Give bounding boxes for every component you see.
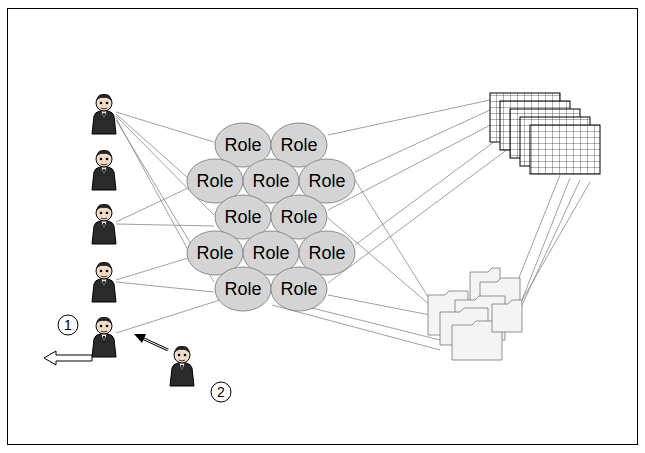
role-label: Role — [224, 208, 261, 226]
callout-text: 1 — [64, 318, 72, 332]
leave-arrow — [44, 351, 92, 365]
role-label: Role — [224, 136, 261, 154]
join-arrow — [134, 334, 168, 350]
callout-text: 2 — [217, 385, 225, 399]
table-stack — [490, 93, 600, 174]
user-icons — [92, 94, 194, 386]
role-label: Role — [252, 172, 289, 190]
role-label: Role — [196, 172, 233, 190]
callout-circle — [58, 315, 78, 335]
callout-circle — [211, 382, 231, 402]
role-label: Role — [196, 244, 233, 262]
callout-number: 2 — [211, 382, 231, 402]
role-ellipse: Role — [214, 266, 272, 312]
role-label: Role — [224, 280, 261, 298]
role-label: Role — [308, 244, 345, 262]
role-label: Role — [252, 244, 289, 262]
frame — [8, 9, 638, 445]
role-ellipse: Role — [270, 266, 328, 312]
callout-number: 1 — [58, 315, 78, 335]
role-label: Role — [280, 136, 317, 154]
assignment-lines — [116, 112, 220, 333]
role-label: Role — [308, 172, 345, 190]
role-label: Role — [280, 208, 317, 226]
document-stack — [428, 268, 522, 360]
role-label: Role — [280, 280, 317, 298]
